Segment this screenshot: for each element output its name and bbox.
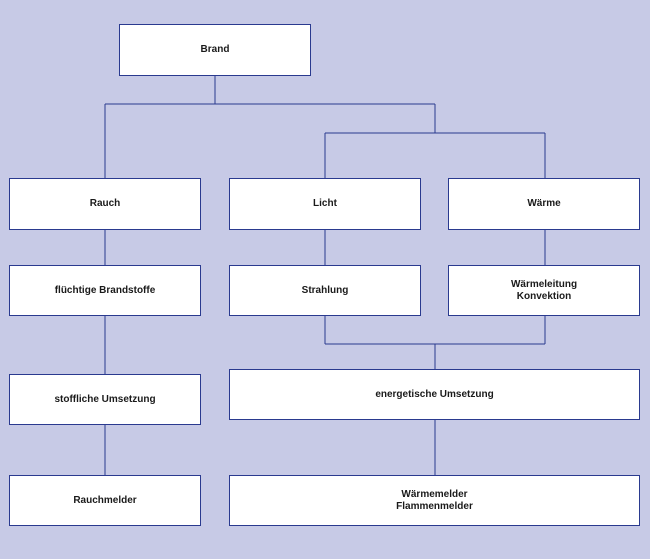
node-waermemelder-label: Wärmemelder xyxy=(401,489,468,500)
node-strahlung-label: Strahlung xyxy=(301,284,349,296)
node-fluechtige-brandstoffe-label: flüchtige Brandstoffe xyxy=(54,284,156,296)
node-strahlung: Strahlung xyxy=(229,265,421,316)
node-waermemelder-flammenmelder: Wärmemelder Flammenmelder xyxy=(229,475,640,526)
node-waerme-label: Wärme xyxy=(527,198,561,210)
node-energetische-umsetzung: energetische Umsetzung xyxy=(229,369,640,420)
node-waermeleitung-label: Wärmeleitung xyxy=(510,279,578,290)
node-brand: Brand xyxy=(119,24,311,76)
node-rauchmelder: Rauchmelder xyxy=(9,475,201,526)
node-rauchmelder-label: Rauchmelder xyxy=(73,494,137,506)
node-fluechtige-brandstoffe: flüchtige Brandstoffe xyxy=(9,265,201,316)
node-waermeleitung-konvektion: Wärmeleitung Konvektion xyxy=(448,265,640,316)
node-stoffliche-umsetzung-label: stoffliche Umsetzung xyxy=(54,393,156,405)
node-rauch-label: Rauch xyxy=(89,198,121,210)
node-stoffliche-umsetzung: stoffliche Umsetzung xyxy=(9,374,201,425)
node-waermemelder-flammenmelder-text: Wärmemelder Flammenmelder xyxy=(396,489,473,512)
node-waerme: Wärme xyxy=(448,178,640,230)
node-brand-label: Brand xyxy=(200,44,230,56)
node-licht: Licht xyxy=(229,178,421,230)
node-rauch: Rauch xyxy=(9,178,201,230)
node-konvektion-label: Konvektion xyxy=(516,290,572,302)
node-flammenmelder-label: Flammenmelder xyxy=(396,500,473,512)
node-energetische-umsetzung-label: energetische Umsetzung xyxy=(375,388,494,400)
node-licht-label: Licht xyxy=(313,198,337,210)
node-waermeleitung-konvektion-text: Wärmeleitung Konvektion xyxy=(511,279,577,302)
